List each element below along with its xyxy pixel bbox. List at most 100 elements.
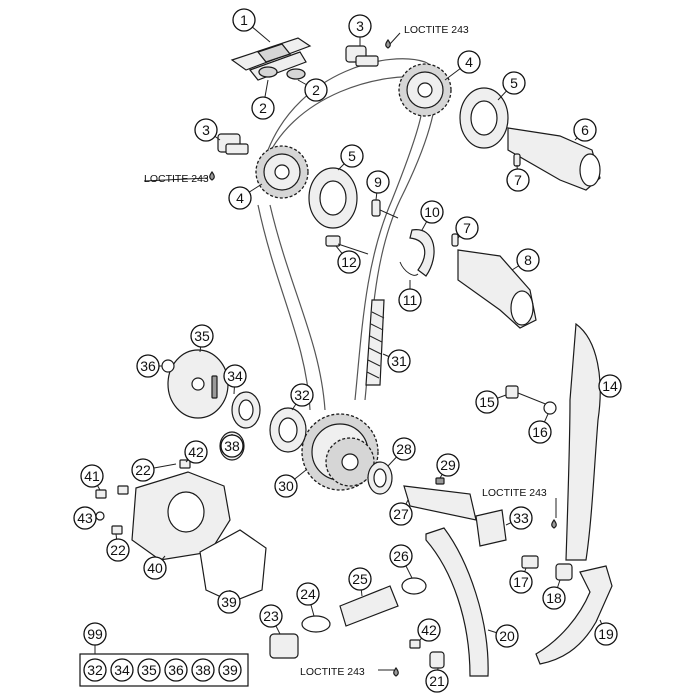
decompressor-lever bbox=[409, 229, 435, 277]
callout-circle bbox=[528, 420, 552, 444]
callout-10: 10 bbox=[420, 200, 444, 231]
note-threadlock-2: LOCTITE 243 bbox=[143, 173, 209, 185]
spring-clip bbox=[399, 261, 419, 276]
callout-number: 2 bbox=[259, 100, 267, 116]
note-threadlock-3: LOCTITE 243 bbox=[482, 487, 557, 518]
bearing-left bbox=[308, 167, 358, 229]
chain-guide-rail bbox=[365, 299, 385, 386]
decompressor-bolt bbox=[325, 235, 369, 255]
callout-circle bbox=[455, 216, 479, 240]
o-ring bbox=[301, 615, 331, 633]
callout-circle bbox=[509, 570, 533, 594]
callout-number: 15 bbox=[479, 394, 495, 410]
callout-circle bbox=[223, 364, 247, 388]
callout-number: 42 bbox=[188, 444, 204, 460]
callout-number: 9 bbox=[374, 174, 382, 190]
callout-circle bbox=[259, 604, 283, 628]
callout-39: 39 bbox=[217, 589, 241, 614]
callout-number: 4 bbox=[465, 54, 473, 70]
callout-circle bbox=[436, 453, 460, 477]
callout-circle bbox=[348, 567, 372, 591]
callout-22: 22 bbox=[106, 533, 130, 562]
dowel-pin bbox=[513, 153, 521, 167]
callout-number: 28 bbox=[396, 441, 412, 457]
callout-number: 22 bbox=[110, 542, 126, 558]
woodruff-key bbox=[435, 477, 445, 485]
callout-number: 43 bbox=[77, 510, 93, 526]
callout-31: 31 bbox=[382, 349, 411, 373]
callout-circle bbox=[389, 544, 413, 568]
bolt-upper bbox=[345, 45, 379, 67]
circlip bbox=[161, 359, 175, 373]
svg-text:LOCTITE 243: LOCTITE 243 bbox=[482, 487, 547, 499]
dowel-pins bbox=[258, 66, 306, 80]
callout-number: 34 bbox=[227, 368, 243, 384]
callout-number: 14 bbox=[602, 378, 618, 394]
callout-circle bbox=[217, 590, 241, 614]
kit-item-circle bbox=[110, 658, 134, 682]
tensioner-arm bbox=[425, 527, 489, 677]
callout-number: 3 bbox=[356, 18, 364, 34]
threadlock-drop-icon bbox=[551, 518, 557, 529]
callout-24: 24 bbox=[296, 582, 320, 617]
callout-number: 11 bbox=[403, 292, 418, 308]
callout-2: 2 bbox=[297, 78, 328, 102]
callout-number: 19 bbox=[598, 626, 614, 642]
kit-item-36: 36 bbox=[164, 658, 188, 682]
callout-6: 6 bbox=[573, 118, 597, 142]
callout-number: 17 bbox=[513, 574, 529, 590]
callout-circle bbox=[475, 390, 499, 414]
dowel-pin bbox=[451, 233, 459, 247]
threadlock-drop-icon bbox=[385, 38, 391, 49]
screw bbox=[111, 525, 123, 535]
thrust-washer bbox=[367, 461, 393, 495]
kit-item-38: 38 bbox=[191, 658, 215, 682]
pump-cover-bore bbox=[167, 491, 205, 533]
callout-circle bbox=[398, 288, 422, 312]
callout-35: 35 bbox=[190, 324, 214, 353]
svg-text:99: 99 bbox=[87, 626, 103, 642]
callout-42: 42 bbox=[184, 440, 208, 464]
callout-30: 30 bbox=[274, 469, 307, 498]
callout-circle bbox=[425, 669, 449, 693]
callout-circle bbox=[387, 349, 411, 373]
callout-number: 27 bbox=[393, 506, 409, 522]
kit-item-number: 32 bbox=[87, 662, 103, 678]
callout-circle bbox=[296, 582, 320, 606]
bolt-left bbox=[217, 133, 249, 155]
callout-layer: 1223344556778910111214151617181920212222… bbox=[73, 8, 622, 693]
kit-item-39: 39 bbox=[218, 658, 242, 682]
callout-7: 7 bbox=[455, 216, 479, 240]
threadlock-drop-icon bbox=[209, 170, 215, 181]
callout-5: 5 bbox=[497, 71, 526, 101]
callout-circle bbox=[228, 186, 252, 210]
pivot-bolt bbox=[521, 555, 539, 569]
o-ring-small bbox=[401, 577, 427, 595]
callout-42: 42 bbox=[417, 618, 441, 642]
callout-18: 18 bbox=[542, 579, 566, 610]
callout-12: 12 bbox=[335, 245, 361, 274]
callout-27: 27 bbox=[389, 499, 413, 526]
kit-item-circle bbox=[164, 658, 188, 682]
callout-number: 3 bbox=[202, 122, 210, 138]
callout-number: 21 bbox=[429, 673, 445, 689]
callout-17: 17 bbox=[509, 567, 533, 594]
callout-circle bbox=[502, 71, 526, 95]
screw bbox=[179, 459, 191, 469]
note-threadlock-4: LOCTITE 243 bbox=[300, 666, 394, 678]
kit-item-circle bbox=[83, 658, 107, 682]
callout-circle bbox=[516, 248, 540, 272]
callout-number: 41 bbox=[84, 468, 100, 484]
callout-9: 9 bbox=[366, 170, 390, 201]
svg-text:LOCTITE 243: LOCTITE 243 bbox=[144, 173, 209, 185]
callout-circle bbox=[509, 506, 533, 530]
chain-tensioner bbox=[339, 585, 399, 627]
callout-32: 32 bbox=[290, 383, 314, 411]
callout-40: 40 bbox=[143, 555, 167, 580]
callout-number: 16 bbox=[532, 424, 548, 440]
cam-sprocket-left bbox=[255, 145, 309, 199]
callout-4: 4 bbox=[228, 183, 263, 210]
callout-number: 8 bbox=[524, 252, 532, 268]
kit-item-number: 34 bbox=[114, 662, 130, 678]
